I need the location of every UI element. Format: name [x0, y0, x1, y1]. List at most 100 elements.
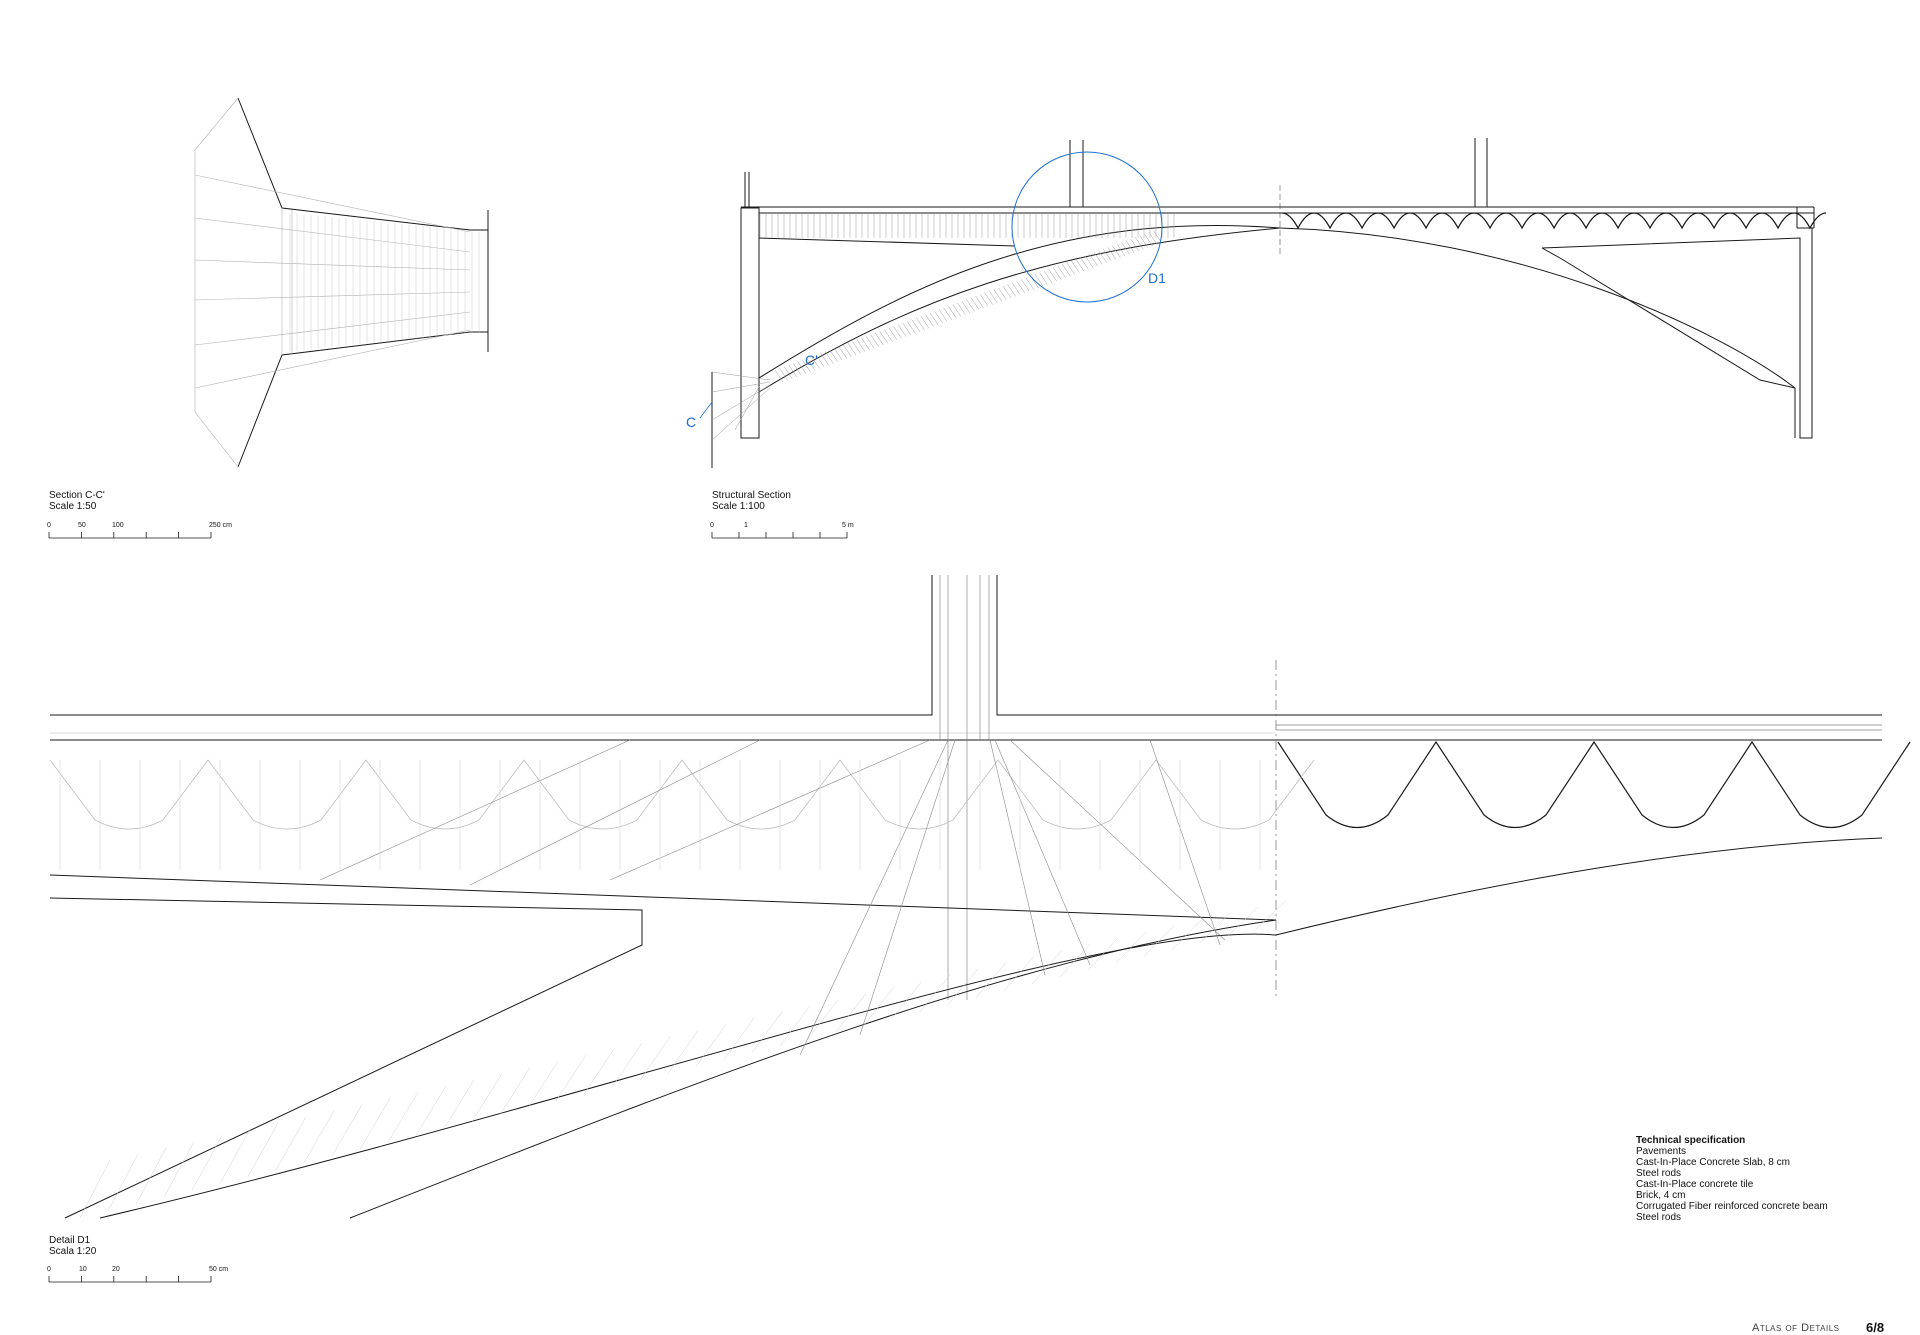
hatch-line — [303, 1110, 335, 1164]
hatch-line — [639, 1036, 671, 1081]
hatch-line — [1098, 250, 1107, 263]
hatch-line — [919, 974, 951, 1012]
hatch-line — [957, 302, 966, 315]
scale-tick-label: 250 cm — [209, 522, 232, 529]
hatch-line — [835, 993, 867, 1033]
hatch-line — [824, 351, 834, 364]
hatch-line — [891, 980, 923, 1019]
hatch-line — [820, 353, 829, 366]
hatch-line — [897, 324, 907, 337]
hatch-line — [902, 322, 911, 336]
hatch-line — [984, 292, 993, 305]
hatch-line — [1048, 269, 1057, 282]
hatch-line — [443, 1079, 475, 1129]
hatch-line — [611, 1042, 643, 1088]
hatch-line — [815, 354, 825, 368]
hatch-line — [929, 312, 939, 326]
hatch-line — [1115, 931, 1147, 964]
scale-tick-label: 10 — [79, 1266, 87, 1273]
hatch-line — [1011, 282, 1021, 295]
hatch-line — [1103, 248, 1112, 262]
hatch-line — [993, 289, 1003, 302]
hatch-line — [1043, 270, 1053, 284]
scale-tick-label: 20 — [112, 1266, 120, 1273]
hatch-line — [834, 348, 843, 361]
hatch-line — [806, 358, 816, 371]
hatch-line — [415, 1085, 447, 1136]
hatch-line — [1084, 255, 1094, 268]
hatch-line — [797, 361, 807, 374]
section-cc-drawing — [194, 97, 489, 468]
hatch-line — [989, 290, 998, 304]
hatch-line — [1171, 919, 1203, 950]
hatch-line — [938, 309, 948, 322]
hatch-line — [275, 1116, 307, 1170]
hatch-line — [774, 369, 784, 383]
hatch-line — [1255, 900, 1287, 930]
hatch-line — [811, 356, 820, 369]
spec-item: Cast-In-Place Concrete Slab, 8 cm — [1636, 1157, 1790, 1168]
spec-title: Technical specification — [1636, 1135, 1746, 1146]
hatch-line — [1125, 240, 1135, 253]
hatch-line — [1057, 265, 1066, 278]
hatch-line — [947, 968, 979, 1005]
hatch-line — [667, 1030, 699, 1074]
hatch-line — [1121, 242, 1130, 255]
hatch-line — [802, 359, 811, 373]
structural-section-drawing — [699, 138, 1827, 468]
section-cc-name: Section C-C' — [49, 490, 105, 501]
scale-tick-label: 0 — [47, 1266, 51, 1273]
hatch-line — [807, 999, 839, 1040]
hatch-line — [583, 1048, 615, 1095]
hatch-line — [1089, 253, 1098, 267]
hatch-line — [471, 1073, 503, 1122]
hatch-line — [875, 332, 884, 346]
hatch-line — [163, 1141, 195, 1198]
hatch-line — [970, 297, 980, 310]
structural-section-scale: Scale 1:100 — [712, 501, 765, 512]
detail-d1-scale: Scala 1:20 — [49, 1246, 97, 1257]
hatch-line — [870, 334, 879, 347]
hatch-line — [879, 331, 889, 344]
hatch-line — [1007, 284, 1016, 297]
spec-item: Brick, 4 cm — [1636, 1190, 1686, 1201]
spec-item: Corrugated Fiber reinforced concrete bea… — [1636, 1201, 1828, 1212]
hatch-line — [893, 326, 902, 339]
hatch-line — [79, 1159, 111, 1219]
hatch-line — [979, 294, 989, 307]
hatch-line — [1093, 252, 1103, 265]
hatch-line — [527, 1061, 559, 1109]
hatch-line — [1059, 943, 1091, 978]
hatch-line — [907, 321, 916, 334]
page-number: 6/8 — [1866, 1320, 1885, 1335]
hatch-line — [1080, 257, 1089, 270]
series-name: Atlas of Details — [1752, 1322, 1840, 1334]
hatch-line — [1143, 925, 1175, 957]
hatch-line — [1144, 233, 1153, 247]
hatch-line — [975, 962, 1007, 998]
hatch-line — [1071, 260, 1080, 273]
scale-tick-label: 0 — [710, 522, 714, 529]
hatch-line — [920, 316, 930, 329]
hatch-line — [555, 1054, 587, 1102]
hatch-line — [888, 327, 898, 341]
hatch-line — [1153, 230, 1162, 243]
hatch-line — [219, 1129, 251, 1184]
hatch-line — [847, 342, 857, 356]
spec-item: Cast-In-Place concrete tile — [1636, 1179, 1754, 1190]
scale-tick-label: 0 — [47, 522, 51, 529]
hatch-line — [961, 300, 971, 314]
hatch-line — [829, 349, 838, 362]
spec-item: Pavements — [1636, 1146, 1687, 1157]
hatch-line — [387, 1092, 419, 1143]
technical-specification: Technical specification Pavements Cast-I… — [1636, 1135, 1828, 1223]
hatch-line — [934, 311, 943, 324]
hatch-line — [943, 307, 952, 320]
hatch-line — [884, 329, 893, 342]
scale-tick-label: 100 — [112, 522, 124, 529]
hatch-line — [925, 314, 934, 327]
hatch-line — [779, 1005, 811, 1047]
hatch-line — [247, 1122, 279, 1177]
detail-d1-name: Detail D1 — [49, 1235, 91, 1246]
hatch-line — [948, 306, 957, 319]
